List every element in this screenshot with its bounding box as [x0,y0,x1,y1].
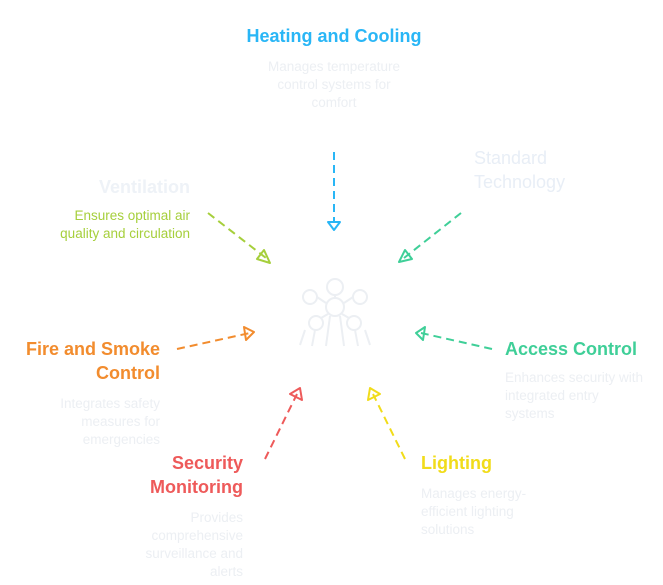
node-desc: Integrates safety measures for emergenci… [60,396,160,447]
node-title: Security Monitoring [150,453,243,497]
security-arrow [264,387,303,460]
node-desc: Provides comprehensive surveillance and … [145,510,243,579]
node-title: Ventilation [98,177,190,197]
node-fire: Fire and Smoke Control Integrates safety… [10,337,160,449]
molecule-icon [299,278,371,347]
node-access: Access Control Enhances security with in… [505,337,655,423]
lighting-arrow [367,387,406,460]
node-title: Standard Technology [474,148,566,192]
node-title: Access Control [505,339,638,359]
node-standard: Standard Technology [474,146,594,194]
node-lighting: Lighting Manages energy-efficient lighti… [421,451,546,539]
node-desc: Ensures optimal air quality and circulat… [60,208,190,241]
node-desc: Enhances security with integrated entry … [505,370,644,421]
node-security: Security Monitoring Provides comprehensi… [120,451,243,581]
node-desc: Manages temperature control systems for … [267,59,401,110]
node-desc: Manages energy-efficient lighting soluti… [421,486,527,537]
ventilation-arrow [207,212,271,264]
access-arrow [415,326,493,350]
node-heating: Heating and Cooling Manages temperature … [244,24,424,112]
node-title: Fire and Smoke Control [25,339,160,383]
heating-arrow [327,152,341,231]
node-title: Heating and Cooling [246,26,422,46]
node-ventilation: Ventilation Ensures optimal air quality … [60,175,190,243]
standard-arrow [398,212,462,263]
fire-arrow [176,326,255,350]
node-title: Lighting [421,453,492,473]
